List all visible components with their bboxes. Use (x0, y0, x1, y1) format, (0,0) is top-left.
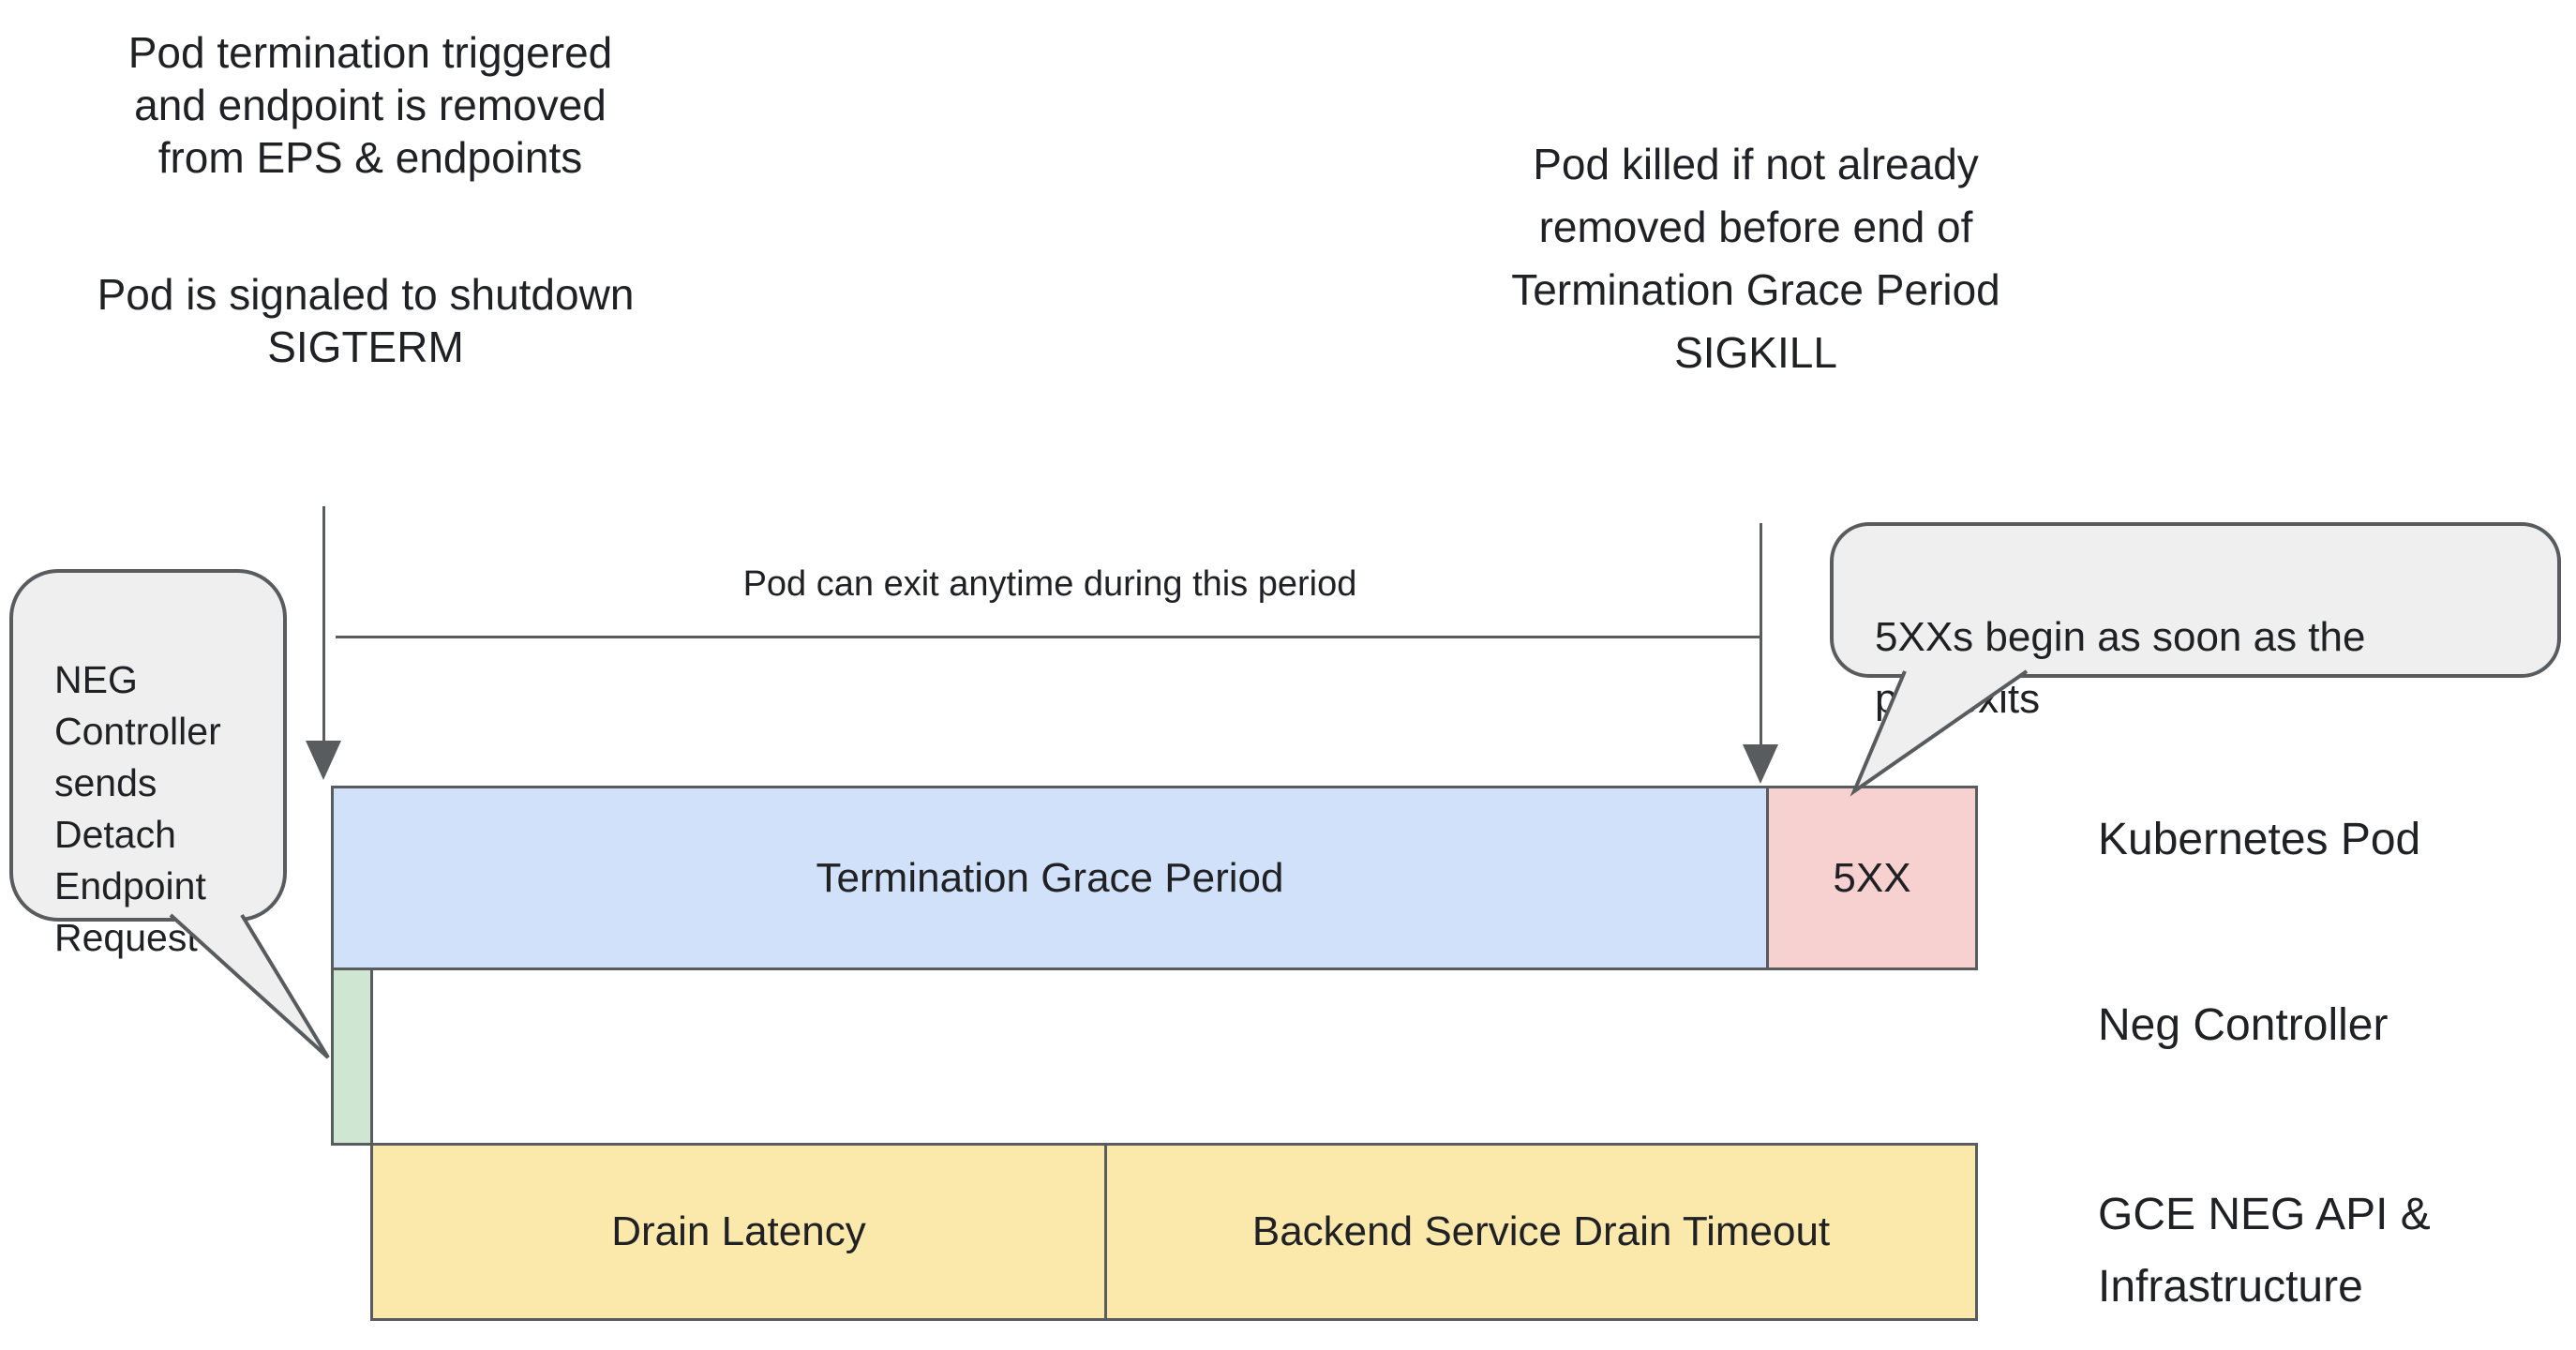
bar-5xx: 5XX (1766, 786, 1978, 970)
annotation-pod-can-exit: Pod can exit anytime during this period (742, 564, 1357, 604)
bar-drain-latency-label: Drain Latency (611, 1208, 866, 1254)
row-label-gce-neg-api-infrastructure: GCE NEG API & Infrastructure (2098, 1190, 2431, 1312)
sigterm-arrowhead-icon (306, 741, 341, 780)
bar-termination-grace-period-label: Termination Grace Period (816, 854, 1284, 901)
bar-backend-service-drain-timeout: Backend Service Drain Timeout (1104, 1146, 1975, 1318)
annotation-pod-termination: Pod termination triggered and endpoint i… (127, 28, 613, 182)
bar-drain-latency: Drain Latency (373, 1146, 1104, 1318)
bar-5xx-label: 5XX (1833, 854, 1911, 901)
bar-detach-endpoint-request (331, 968, 373, 1146)
sigterm-down-arrow (305, 506, 342, 780)
sigterm-arrow-line (322, 506, 325, 741)
annotation-pod-killed-sigkill: Pod killed if not already removed before… (1511, 140, 2000, 377)
annotation-pod-signaled-sigterm: Pod is signaled to shutdown SIGTERM (97, 270, 635, 371)
sigkill-down-arrow (1742, 523, 1779, 784)
bar-backend-service-drain-timeout-label: Backend Service Drain Timeout (1251, 1208, 1831, 1254)
sigkill-arrowhead-icon (1743, 744, 1778, 784)
neg-controller-speech-bubble-text: NEG Controller sends Detach Endpoint Req… (54, 658, 221, 959)
neg-controller-speech-bubble: NEG Controller sends Detach Endpoint Req… (9, 569, 287, 959)
row-label-kubernetes-pod: Kubernetes Pod (2098, 815, 2421, 864)
bar-termination-grace-period: Termination Grace Period (331, 786, 1769, 970)
grace-period-span-line (336, 636, 1760, 638)
bar-gce-drain: Drain Latency Backend Service Drain Time… (370, 1143, 1978, 1321)
sigkill-arrow-line (1759, 523, 1762, 744)
row-label-neg-controller: Neg Controller (2098, 1000, 2389, 1050)
5xx-speech-bubble-text: 5XXs begin as soon as the pod exits (1875, 614, 2366, 722)
5xx-speech-bubble: 5XXs begin as soon as the pod exits (1830, 522, 2561, 722)
